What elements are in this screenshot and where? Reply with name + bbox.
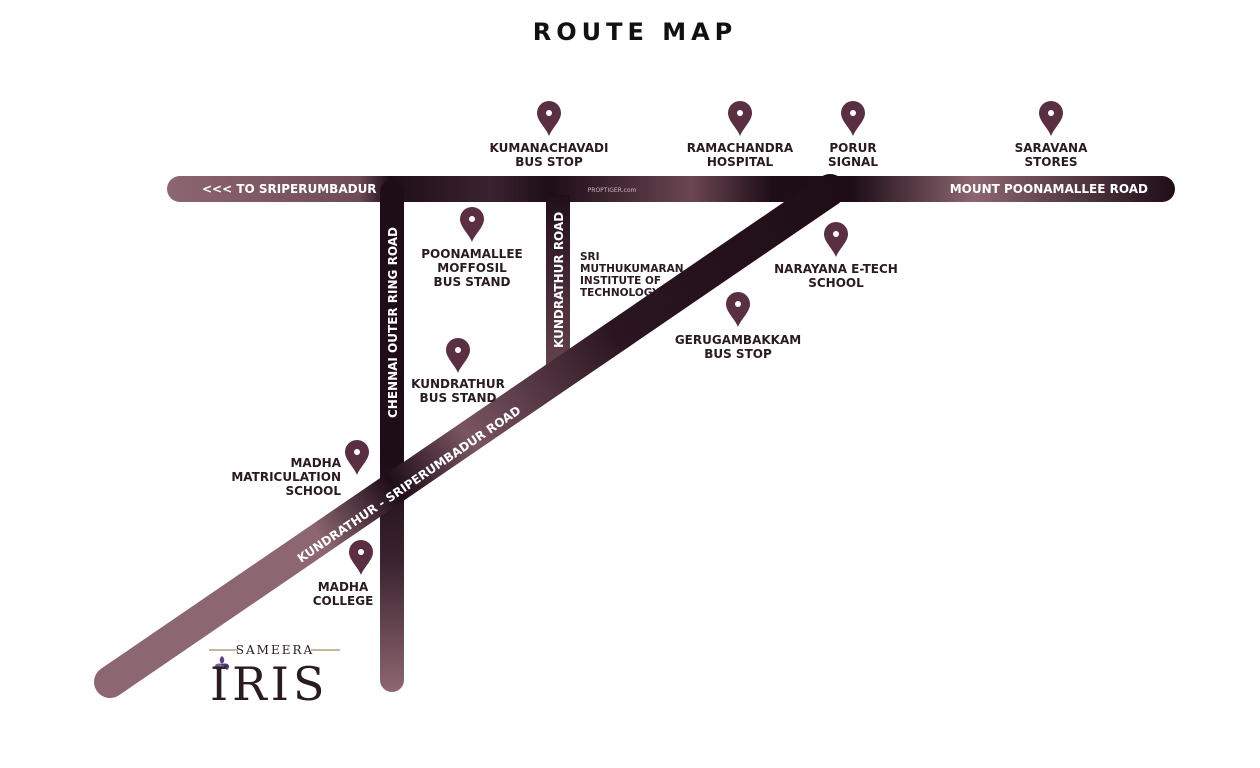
location-pin-icon [446, 338, 470, 373]
brand-iris: IRIS [210, 657, 329, 711]
watermark: PROPTIGER.com [588, 187, 637, 194]
road-label-kundrathur: KUNDRATHUR ROAD [552, 212, 566, 348]
road-label-mount-poonamallee: MOUNT POONAMALLEE ROAD [950, 182, 1148, 196]
location-pin-icon [460, 207, 484, 242]
iris-flower-icon [214, 656, 230, 670]
location-pin-icon [1039, 101, 1063, 136]
page-title: ROUTE MAP [533, 18, 738, 46]
location-pin-icon [537, 101, 561, 136]
road-label-sriperumbadur: <<< TO SRIPERUMBADUR [202, 182, 377, 196]
location-pin-icon [726, 292, 750, 327]
location-pin-icon [728, 101, 752, 136]
location-pin-icon [824, 222, 848, 257]
project-logo: SAMEERA IRIS [209, 643, 340, 711]
kundrathur-sriperumbadur-road [94, 174, 846, 698]
location-pin-icon [349, 540, 373, 575]
location-pin-icon [345, 440, 369, 475]
road-label-outer-ring: CHENNAI OUTER RING ROAD [386, 227, 400, 418]
location-pin-icon [841, 101, 865, 136]
brand-sameera: SAMEERA [236, 643, 314, 657]
